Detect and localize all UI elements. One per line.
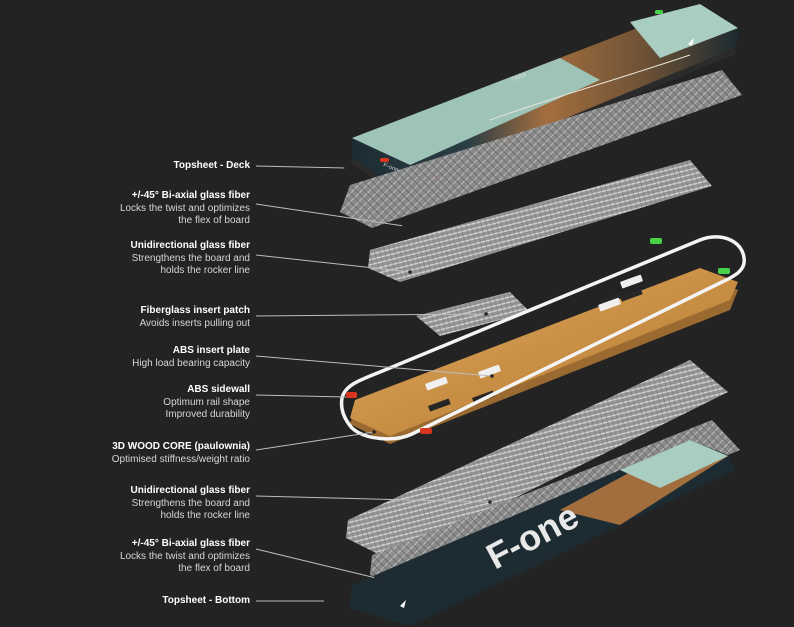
topsheet-deck: F-one TRAX — [352, 4, 740, 194]
layer-label-wood-core: 3D WOOD CORE (paulownia) Optimised stiff… — [111, 441, 250, 465]
layer-label-unidirectional-top: Unidirectional glass fiber Strengthens t… — [130, 240, 250, 276]
wood-core — [350, 268, 738, 444]
svg-text:TRAX: TRAX — [511, 72, 528, 84]
layer-label-abs-insert: ABS insert plate High load bearing capac… — [132, 345, 250, 369]
svg-text:F-one: F-one — [382, 162, 399, 174]
layer-label-unidirectional-bottom: Unidirectional glass fiber Strengthens t… — [130, 485, 250, 521]
abs-sidewall — [339, 235, 746, 441]
leader-lines — [255, 165, 493, 602]
layer-label-biaxial-bottom: +/-45° Bi-axial glass fiber Locks the tw… — [119, 538, 250, 574]
layer-label-topsheet-deck: Topsheet - Deck — [173, 160, 251, 171]
layer-label-abs-sidewall: ABS sidewall Optimum rail shape Improved… — [163, 384, 250, 420]
unidirectional-glass-bottom — [346, 360, 728, 560]
layer-label-insert-patch: Fiberglass insert patch Avoids inserts p… — [139, 305, 250, 329]
layer-label-topsheet-bottom: Topsheet - Bottom — [162, 595, 250, 606]
unidirectional-glass-top — [368, 160, 712, 282]
biaxial-glass-top — [340, 70, 742, 228]
layer-label-biaxial-top: +/-45° Bi-axial glass fiber Locks the tw… — [119, 190, 250, 226]
leader-dots — [344, 166, 494, 580]
topsheet-bottom: F-one — [350, 440, 735, 626]
